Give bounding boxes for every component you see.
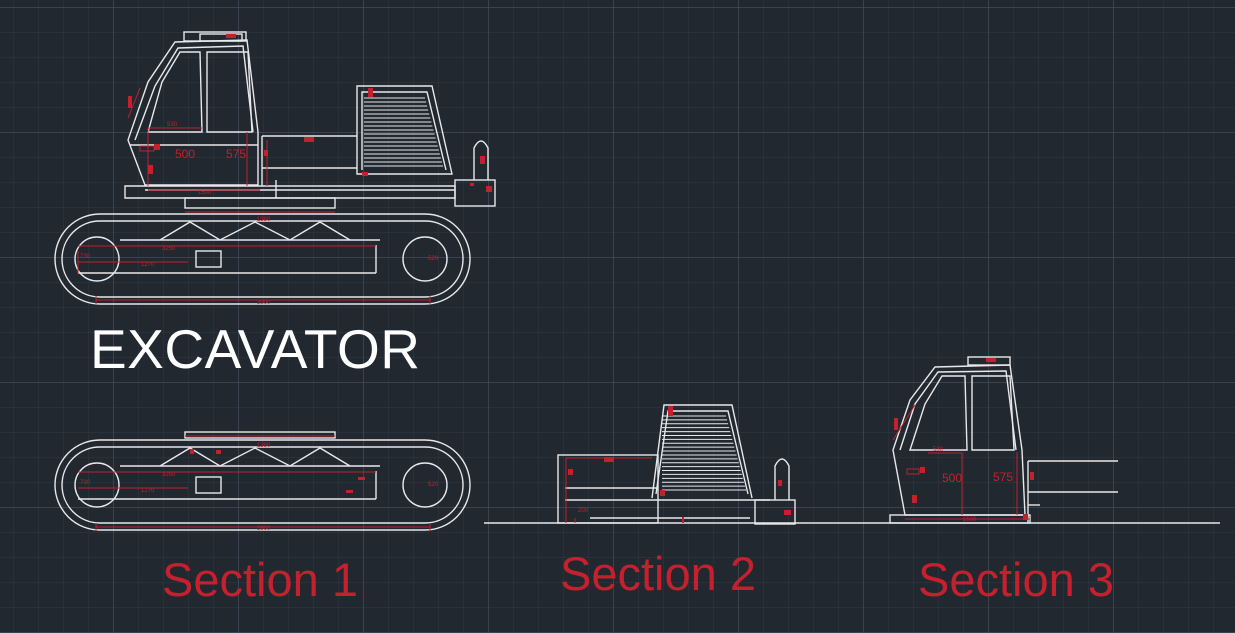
excavator-dimension-texts: 500 575 1380 3250 1270 730 3900 530 520 … xyxy=(80,122,439,306)
section-2-dimension-fills xyxy=(568,406,791,523)
s2-dim-base: 200 xyxy=(578,508,589,514)
excavator-dimension-fills xyxy=(128,34,492,192)
section-3-dimensions xyxy=(892,404,1030,520)
dim-track-height: 730 xyxy=(80,254,91,260)
section-1-dimension-fills xyxy=(190,449,365,493)
s3-dim-cab-base: 1500 xyxy=(963,517,977,523)
s1-dim-track-inner: 3250 xyxy=(162,472,176,478)
section-1-label: Section 1 xyxy=(162,553,358,606)
section-2-louvers xyxy=(662,415,746,491)
section-2-dimension-texts: 200 xyxy=(578,508,589,514)
dim-cab-base: 1500 xyxy=(198,190,212,196)
s1-dim-track-top: 1380 xyxy=(257,443,271,449)
s1-dim-track-length: 1270 xyxy=(141,488,155,494)
section-2-drawing xyxy=(484,404,868,525)
dim-track-inner: 3250 xyxy=(162,246,176,252)
excavator-dimension-marks xyxy=(77,87,431,304)
s3-dim-cab-height: 575 xyxy=(993,470,1013,484)
section-3-label: Section 3 xyxy=(918,553,1114,606)
s3-dim-cab-width: 500 xyxy=(942,471,962,485)
section-3-dimension-texts: 500 575 530 1500 xyxy=(933,447,1013,523)
excavator-full-elevation xyxy=(54,31,496,305)
dim-track-length: 1270 xyxy=(141,262,155,268)
dim-track-top: 1380 xyxy=(257,217,271,223)
s1-dim-track-height: 730 xyxy=(80,480,91,486)
drawing-title: EXCAVATOR xyxy=(90,318,421,380)
s1-dim-wheel: 520 xyxy=(428,482,439,488)
section-3-drawing xyxy=(868,356,1220,524)
s1-dim-track-overall: 3900 xyxy=(257,526,271,532)
dim-track-overall: 3900 xyxy=(257,300,271,306)
section-2-label: Section 2 xyxy=(560,547,756,600)
section-3-dimension-fills xyxy=(894,358,1034,520)
dim-cab-small: 530 xyxy=(167,122,178,128)
dim-wheel: 520 xyxy=(428,256,439,262)
section-1-dimensions xyxy=(78,435,431,531)
s3-dim-cab-small: 530 xyxy=(933,447,944,453)
dim-cab-height: 575 xyxy=(226,147,246,161)
dim-cab-width: 500 xyxy=(175,147,195,161)
excavator-engine-louvers xyxy=(364,97,443,167)
section-1-drawing xyxy=(54,431,471,531)
section-1-dimension-texts: 1380 3250 1270 730 3900 520 xyxy=(80,443,439,532)
